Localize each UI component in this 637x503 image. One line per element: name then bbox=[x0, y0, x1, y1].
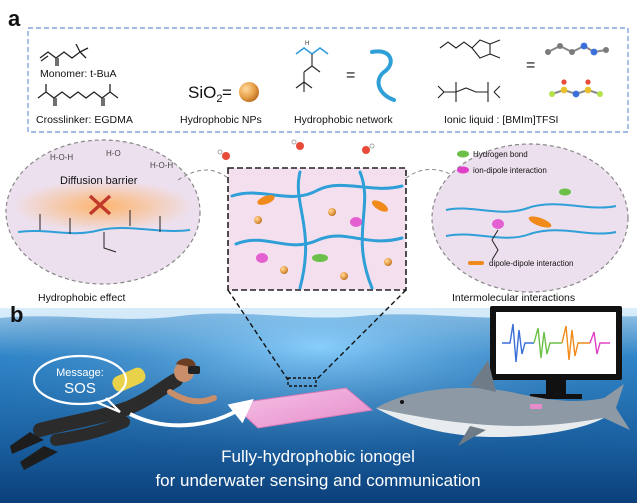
svg-text:H‑O: H‑O bbox=[106, 149, 121, 158]
hydrophobic-effect-caption: Hydrophobic effect bbox=[38, 292, 125, 304]
legend-hbond-label: Hydrogen bond bbox=[473, 150, 528, 159]
ionic-equals: = bbox=[526, 57, 535, 74]
bmim-model-icon bbox=[545, 42, 609, 56]
water-molecules-left: H‑O‑H H‑O H‑O‑H bbox=[50, 149, 173, 170]
panel-b-label: b bbox=[10, 302, 23, 327]
caption-line-2: for underwater sensing and communication bbox=[155, 471, 480, 490]
nanoparticles-label: Hydrophobic NPs bbox=[180, 114, 262, 126]
zoom-lines bbox=[227, 289, 407, 381]
left-connector bbox=[177, 169, 229, 181]
sio2-equals: = bbox=[222, 83, 232, 102]
network-label: Hydrophobic network bbox=[294, 114, 393, 126]
water-surface bbox=[0, 308, 637, 319]
sio2-formula: SiO2 bbox=[188, 83, 222, 105]
network-chain-icon bbox=[370, 49, 396, 102]
ion-dipole-mark bbox=[492, 219, 504, 229]
monomer-label: Monomer: t-BuA bbox=[40, 68, 116, 80]
center-nanoparticles bbox=[254, 208, 392, 280]
right-polymer-chain-2 bbox=[445, 229, 617, 239]
legend-hbond-swatch bbox=[457, 150, 469, 158]
network-chains bbox=[230, 170, 404, 290]
components-box bbox=[27, 27, 629, 133]
monitor-icon bbox=[490, 306, 622, 399]
left-polymer-chain bbox=[17, 227, 191, 235]
bubble-line2: SOS bbox=[64, 380, 96, 397]
tfsi-structure bbox=[437, 82, 501, 102]
bubble-line1: Message: bbox=[56, 367, 104, 379]
network-zoom-box bbox=[227, 167, 407, 291]
zoom-source-box bbox=[287, 377, 317, 387]
interactions-caption: Intermolecular interactions bbox=[452, 292, 575, 304]
network-h-label: H bbox=[305, 41, 309, 47]
left-side-groups bbox=[39, 210, 161, 253]
legend-dipole-label: dipole-dipole interaction bbox=[489, 259, 574, 268]
nanoparticle-icon bbox=[239, 82, 259, 102]
message-bubble bbox=[32, 354, 128, 414]
shark-icon bbox=[376, 360, 630, 446]
floating-water-molecules bbox=[217, 139, 375, 160]
svg-text:H‑O‑H: H‑O‑H bbox=[150, 161, 173, 170]
signal-arrow bbox=[129, 399, 254, 428]
right-polymer-chain-1 bbox=[445, 203, 617, 213]
ionic-liquid-label: Ionic liquid : [BMIm]TFSI bbox=[444, 114, 558, 126]
right-connector bbox=[405, 169, 455, 179]
dipole-dipole-mark bbox=[528, 216, 552, 228]
legend-ion-dipole-label: ion-dipole interaction bbox=[473, 166, 547, 175]
cross-mark-icon bbox=[88, 194, 112, 216]
crosslinker-label: Crosslinker: EGDMA bbox=[36, 114, 133, 126]
legend-ion-dipole-swatch bbox=[457, 166, 469, 174]
diver-icon bbox=[10, 358, 217, 470]
caption-line-1: Fully-hydrophobic ionogel bbox=[221, 447, 415, 466]
network-equals: = bbox=[346, 67, 355, 84]
network-structure bbox=[295, 47, 329, 92]
panel-a-label: a bbox=[8, 6, 21, 31]
center-interactions bbox=[256, 195, 389, 263]
right-butyl-chain bbox=[491, 229, 499, 261]
bmim-structure bbox=[439, 39, 501, 59]
tfsi-model-icon bbox=[549, 79, 603, 98]
hbond-mark bbox=[559, 188, 571, 196]
tbua-structure bbox=[39, 43, 89, 66]
legend-dipole-swatch bbox=[468, 261, 484, 265]
egdma-structure bbox=[37, 84, 119, 106]
svg-text:H‑O‑H: H‑O‑H bbox=[50, 153, 73, 162]
diffusion-barrier-label: Diffusion barrier bbox=[60, 175, 138, 187]
